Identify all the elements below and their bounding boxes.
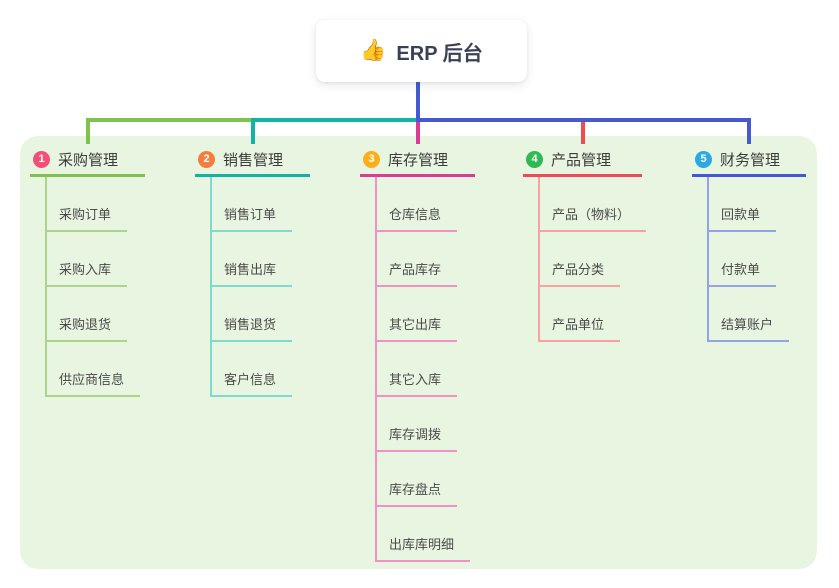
- branch-title-finance[interactable]: 5 财务管理: [692, 144, 806, 177]
- node-product-category[interactable]: 产品分类: [540, 232, 621, 287]
- node-label: 其它出库: [389, 317, 442, 332]
- node-label: 结算账户: [721, 317, 774, 332]
- branch1-label: 采购管理: [58, 151, 119, 169]
- node-product-material[interactable]: 产品（物料）: [540, 177, 647, 232]
- node-label: 供应商信息: [59, 372, 125, 387]
- node-label: 付款单: [721, 262, 761, 277]
- branch3-number-badge: 3: [363, 150, 380, 168]
- node-label: 产品库存: [389, 262, 442, 277]
- branch3-children: 仓库信息 产品库存 其它出库 其它入库 库存调拨 库存盘点 出库库明细: [375, 177, 471, 562]
- root-node-erp[interactable]: 👍 ERP 后台: [316, 20, 527, 82]
- node-supplier-info[interactable]: 供应商信息: [47, 342, 141, 397]
- node-label: 出库库明细: [389, 537, 455, 552]
- node-payment-order[interactable]: 付款单: [709, 232, 777, 287]
- node-label: 仓库信息: [389, 207, 442, 222]
- branch2-label: 销售管理: [223, 151, 284, 169]
- node-purchase-return[interactable]: 采购退货: [47, 287, 128, 342]
- node-purchase-order[interactable]: 采购订单: [47, 177, 128, 232]
- connector-segment-teal: [250, 118, 418, 122]
- branch5-label: 财务管理: [720, 151, 781, 169]
- branch4-drop-line: [580, 118, 585, 144]
- mindmap-panel-background: [20, 136, 817, 569]
- node-outbound-detail[interactable]: 出库库明细: [377, 507, 471, 562]
- node-label: 产品分类: [552, 262, 605, 277]
- branch3-label: 库存管理: [388, 151, 449, 169]
- branch4-children: 产品（物料） 产品分类 产品单位: [538, 177, 647, 342]
- branch-title-purchase[interactable]: 1 采购管理: [30, 144, 145, 177]
- node-customer-info[interactable]: 客户信息: [212, 342, 293, 397]
- node-purchase-inbound[interactable]: 采购入库: [47, 232, 128, 287]
- node-label: 采购退货: [59, 317, 112, 332]
- node-sales-outbound[interactable]: 销售出库: [212, 232, 293, 287]
- branch4-label: 产品管理: [551, 151, 612, 169]
- node-label: 销售退货: [224, 317, 277, 332]
- branch2-children: 销售订单 销售出库 销售退货 客户信息: [210, 177, 293, 397]
- connector-segment-green: [85, 118, 253, 122]
- node-label: 销售出库: [224, 262, 277, 277]
- node-label: 销售订单: [224, 207, 277, 222]
- node-label: 产品（物料）: [552, 207, 631, 222]
- root-node-label: ERP 后台: [396, 42, 483, 65]
- branch3-drop-line: [415, 118, 420, 144]
- node-other-outbound[interactable]: 其它出库: [377, 287, 458, 342]
- connector-segment-blue: [415, 118, 749, 122]
- node-label: 采购订单: [59, 207, 112, 222]
- node-stock-transfer[interactable]: 库存调拨: [377, 397, 458, 452]
- node-sales-return[interactable]: 销售退货: [212, 287, 293, 342]
- node-label: 采购入库: [59, 262, 112, 277]
- node-label: 库存调拨: [389, 427, 442, 442]
- node-label: 产品单位: [552, 317, 605, 332]
- branch1-drop-line: [85, 118, 90, 144]
- branch1-children: 采购订单 采购入库 采购退货 供应商信息: [45, 177, 141, 397]
- node-stock-check[interactable]: 库存盘点: [377, 452, 458, 507]
- node-label: 客户信息: [224, 372, 277, 387]
- branch5-children: 回款单 付款单 结算账户: [707, 177, 790, 342]
- node-product-stock[interactable]: 产品库存: [377, 232, 458, 287]
- root-trunk-line: [415, 82, 420, 122]
- node-label: 库存盘点: [389, 482, 442, 497]
- branch2-number-badge: 2: [198, 150, 215, 168]
- branch-title-sales[interactable]: 2 销售管理: [195, 144, 310, 177]
- node-other-inbound[interactable]: 其它入库: [377, 342, 458, 397]
- branch5-number-badge: 5: [695, 150, 712, 168]
- branch1-number-badge: 1: [33, 150, 50, 168]
- node-label: 其它入库: [389, 372, 442, 387]
- branch-title-inventory[interactable]: 3 库存管理: [360, 144, 475, 177]
- node-warehouse-info[interactable]: 仓库信息: [377, 177, 458, 232]
- node-label: 回款单: [721, 207, 761, 222]
- branch4-number-badge: 4: [526, 150, 543, 168]
- node-receipt-order[interactable]: 回款单: [709, 177, 777, 232]
- node-settlement-account[interactable]: 结算账户: [709, 287, 790, 342]
- thumbs-up-icon: 👍: [360, 39, 387, 62]
- node-sales-order[interactable]: 销售订单: [212, 177, 293, 232]
- branch2-drop-line: [250, 118, 255, 144]
- node-product-unit[interactable]: 产品单位: [540, 287, 621, 342]
- branch5-drop-line: [747, 118, 751, 144]
- branch-title-product[interactable]: 4 产品管理: [523, 144, 642, 177]
